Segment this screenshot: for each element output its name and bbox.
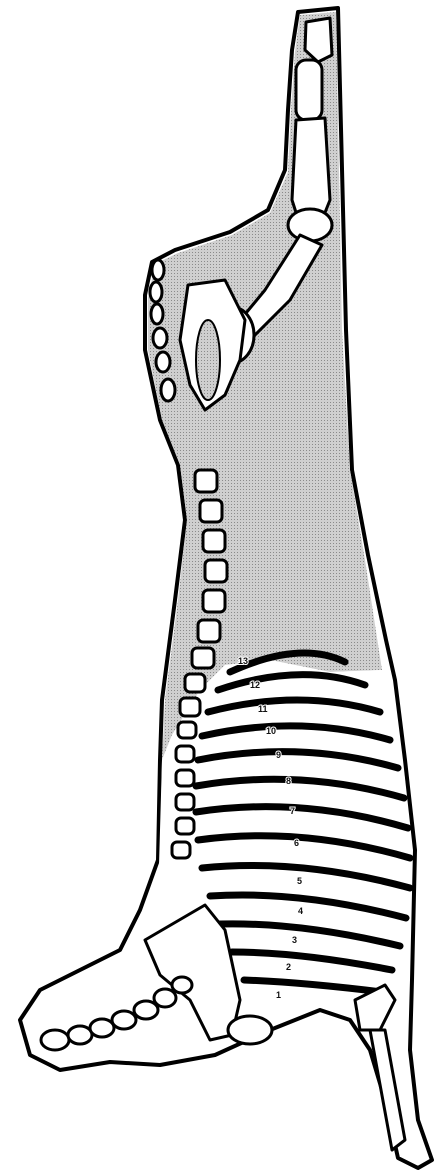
rib-label-12: 12 (250, 680, 260, 690)
rib-label-13: 13 (238, 656, 248, 666)
rib-label-7: 7 (290, 806, 295, 816)
rib-label-2: 2 (286, 962, 291, 972)
rib-label-1: 1 (276, 990, 281, 1000)
rib-label-8: 8 (286, 776, 291, 786)
rib-label-4: 4 (298, 906, 303, 916)
rib-label-3: 3 (292, 935, 297, 945)
rib-label-11: 11 (258, 704, 268, 714)
rib-label-10: 10 (266, 726, 276, 736)
rib-label-9: 9 (276, 750, 281, 760)
rib-label-5: 5 (297, 876, 302, 886)
rib-label-6: 6 (294, 838, 299, 848)
